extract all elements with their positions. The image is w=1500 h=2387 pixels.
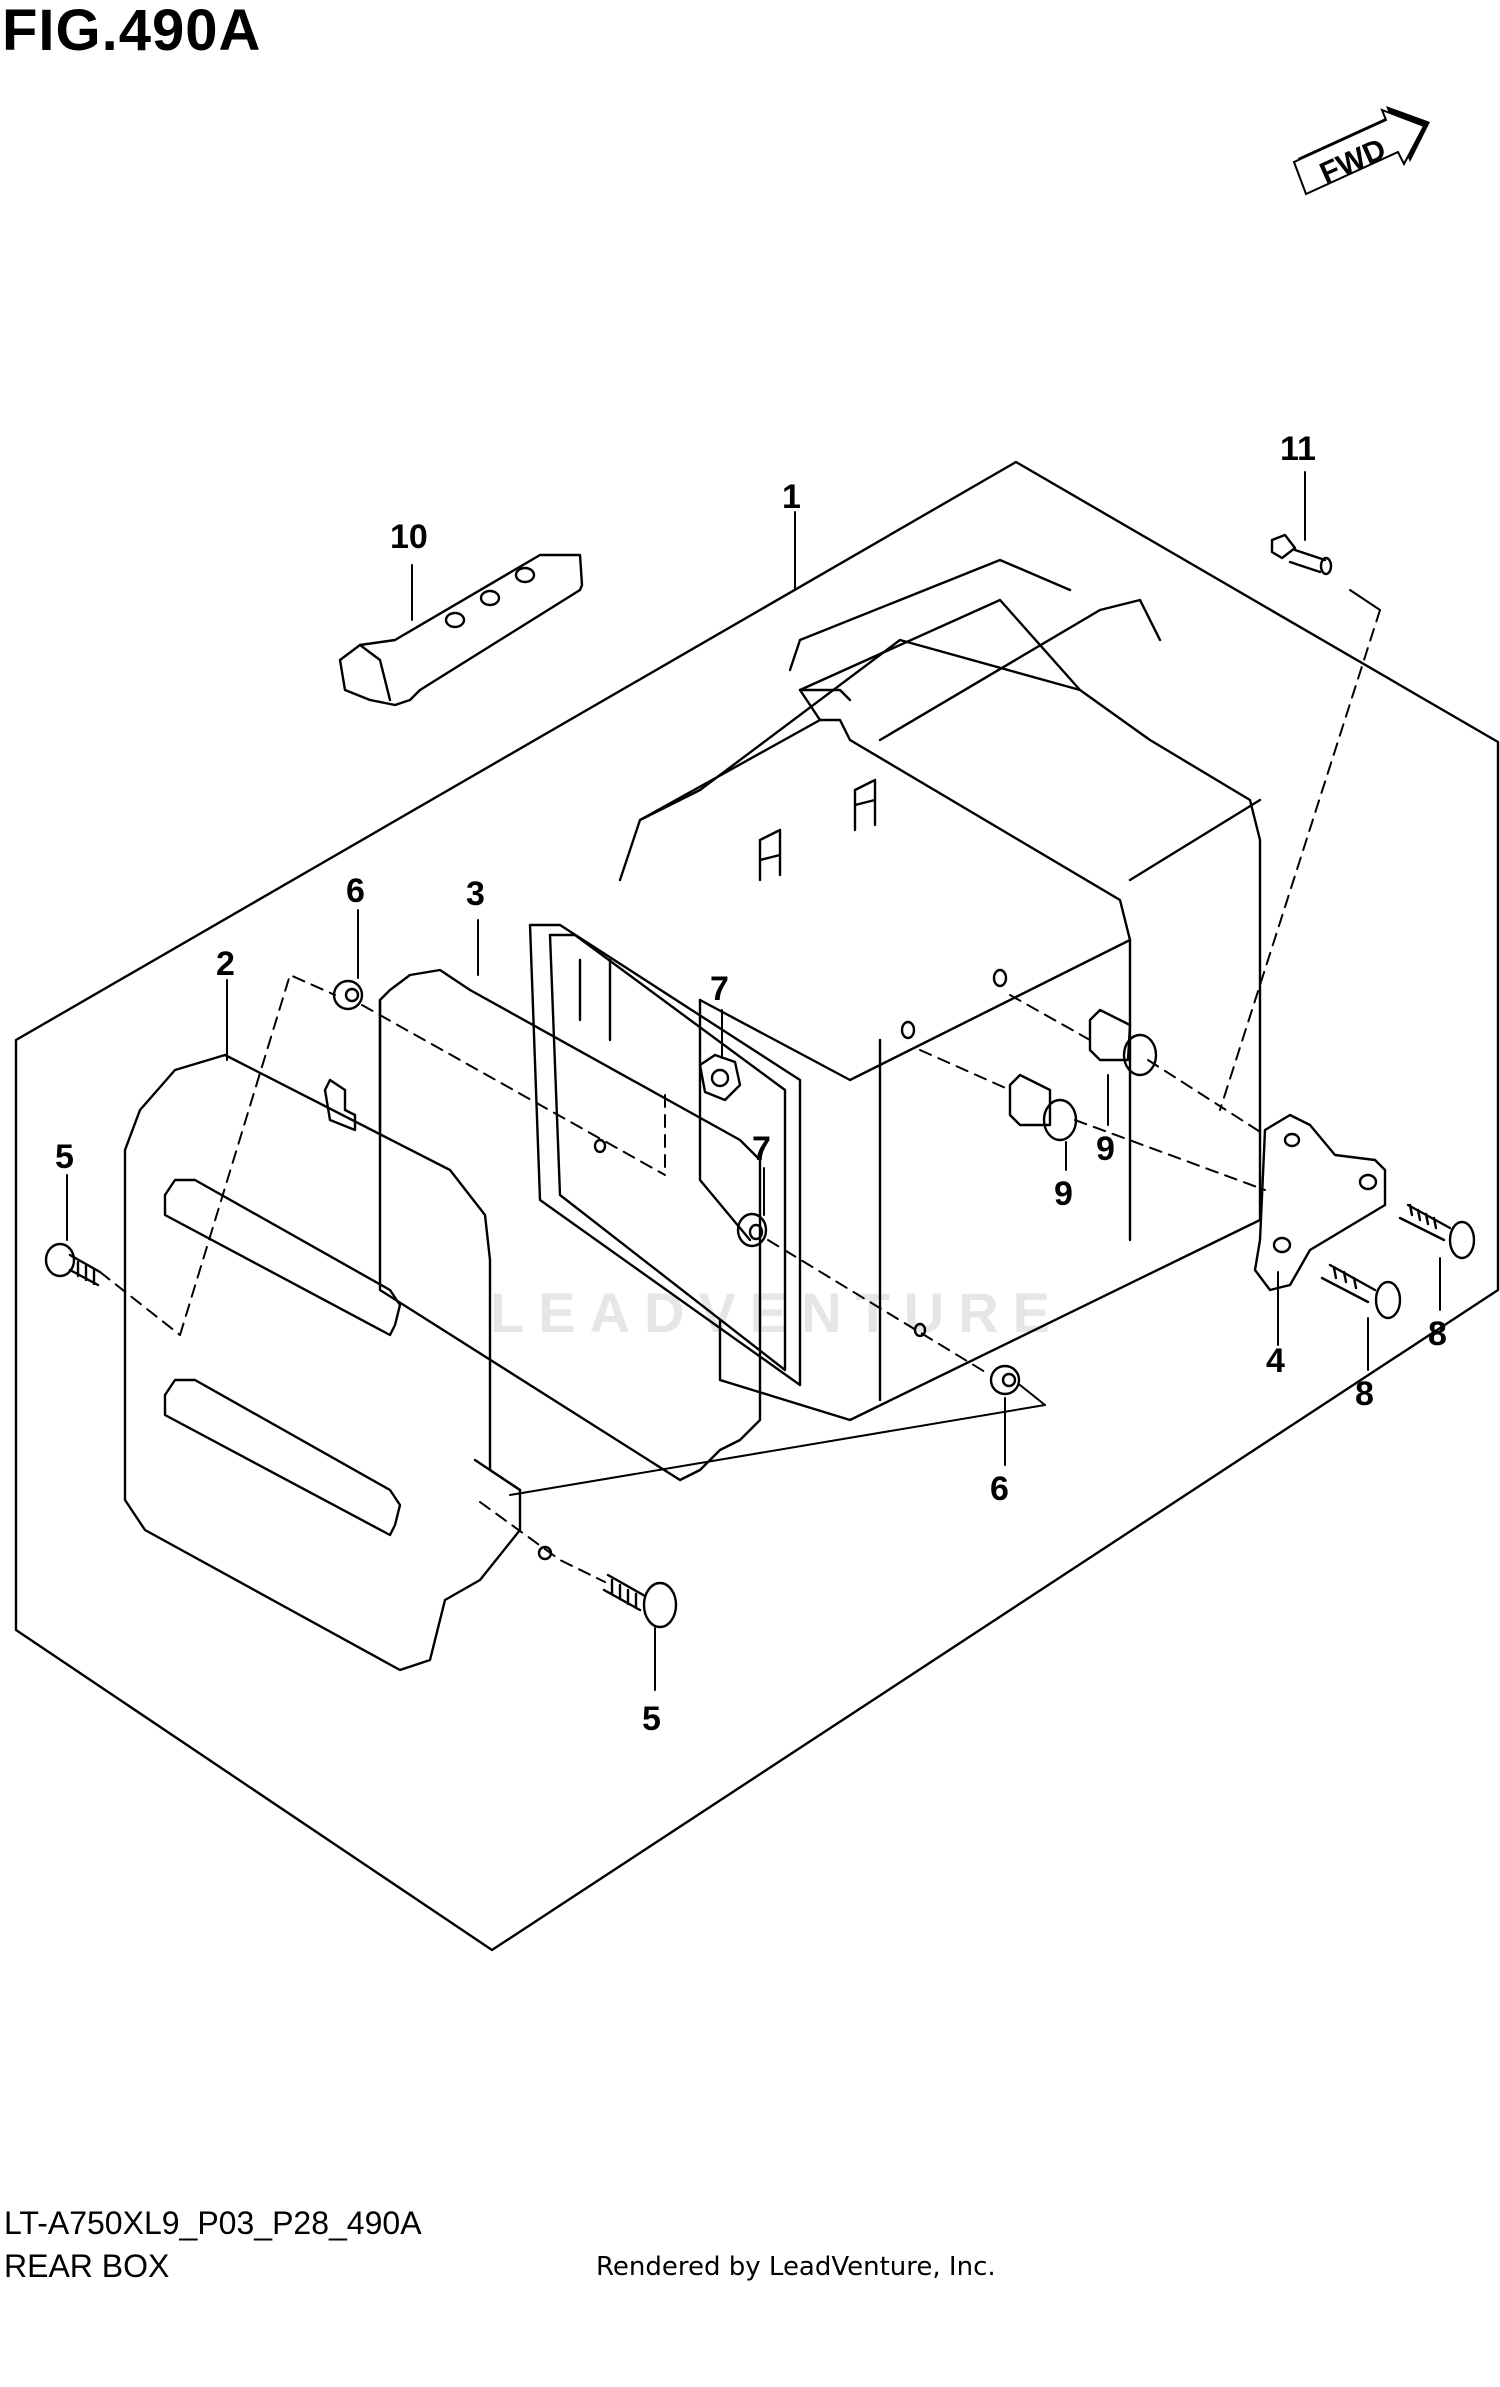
rendered-by-credit: Rendered by LeadVenture, Inc. <box>596 2252 996 2282</box>
callout-1[interactable]: 1 <box>782 478 801 516</box>
callout-6-upper[interactable]: 6 <box>346 872 365 910</box>
collar-6-upper <box>332 979 364 1011</box>
gasket <box>378 968 762 1482</box>
diagram-code: LT-A750XL9_P03_P28_490A <box>4 2205 422 2241</box>
callout-9-upper[interactable]: 9 <box>1096 1130 1115 1168</box>
callout-5-left[interactable]: 5 <box>55 1138 74 1176</box>
callout-8-lower[interactable]: 8 <box>1355 1375 1374 1413</box>
callout-2[interactable]: 2 <box>216 945 235 983</box>
rear-box-body <box>618 558 1262 1422</box>
callout-9-lower[interactable]: 9 <box>1054 1175 1073 1213</box>
callout-4[interactable]: 4 <box>1266 1342 1285 1380</box>
callout-11[interactable]: 11 <box>1280 430 1316 468</box>
callout-7-upper[interactable]: 7 <box>710 970 729 1008</box>
diagram-name: REAR BOX <box>4 2248 170 2284</box>
bolt-11 <box>1270 533 1333 576</box>
collar-6-lower <box>989 1364 1021 1396</box>
page-title: FIG.490A <box>2 0 262 63</box>
assembly-boundary <box>14 460 1500 1952</box>
callout-7-lower[interactable]: 7 <box>752 1130 771 1168</box>
callout-10[interactable]: 10 <box>390 518 428 556</box>
callout-5-lower[interactable]: 5 <box>642 1700 661 1738</box>
screw-5-left <box>44 1242 102 1287</box>
callout-3[interactable]: 3 <box>466 875 485 913</box>
grommet-9-lower <box>1008 1073 1078 1142</box>
plate-4 <box>1253 1113 1387 1292</box>
grommet-9-upper <box>1088 1008 1158 1077</box>
callout-6-lower[interactable]: 6 <box>990 1470 1009 1508</box>
screw-5-lower <box>602 1573 678 1629</box>
lid <box>123 1053 522 1672</box>
fwd-indicator: FWD <box>1290 100 1440 220</box>
nut-7-upper <box>698 1053 742 1102</box>
callout-8-right[interactable]: 8 <box>1428 1315 1447 1353</box>
bolt-8-lower <box>1320 1263 1402 1320</box>
watermark: LEADVENTURE <box>490 1281 1065 1344</box>
inner-frame <box>528 923 802 1387</box>
nut-7-lower <box>736 1212 768 1248</box>
bolt-8-upper <box>1398 1203 1476 1260</box>
bracket-10 <box>338 553 584 707</box>
fwd-arrow-icon: FWD <box>1292 106 1430 196</box>
